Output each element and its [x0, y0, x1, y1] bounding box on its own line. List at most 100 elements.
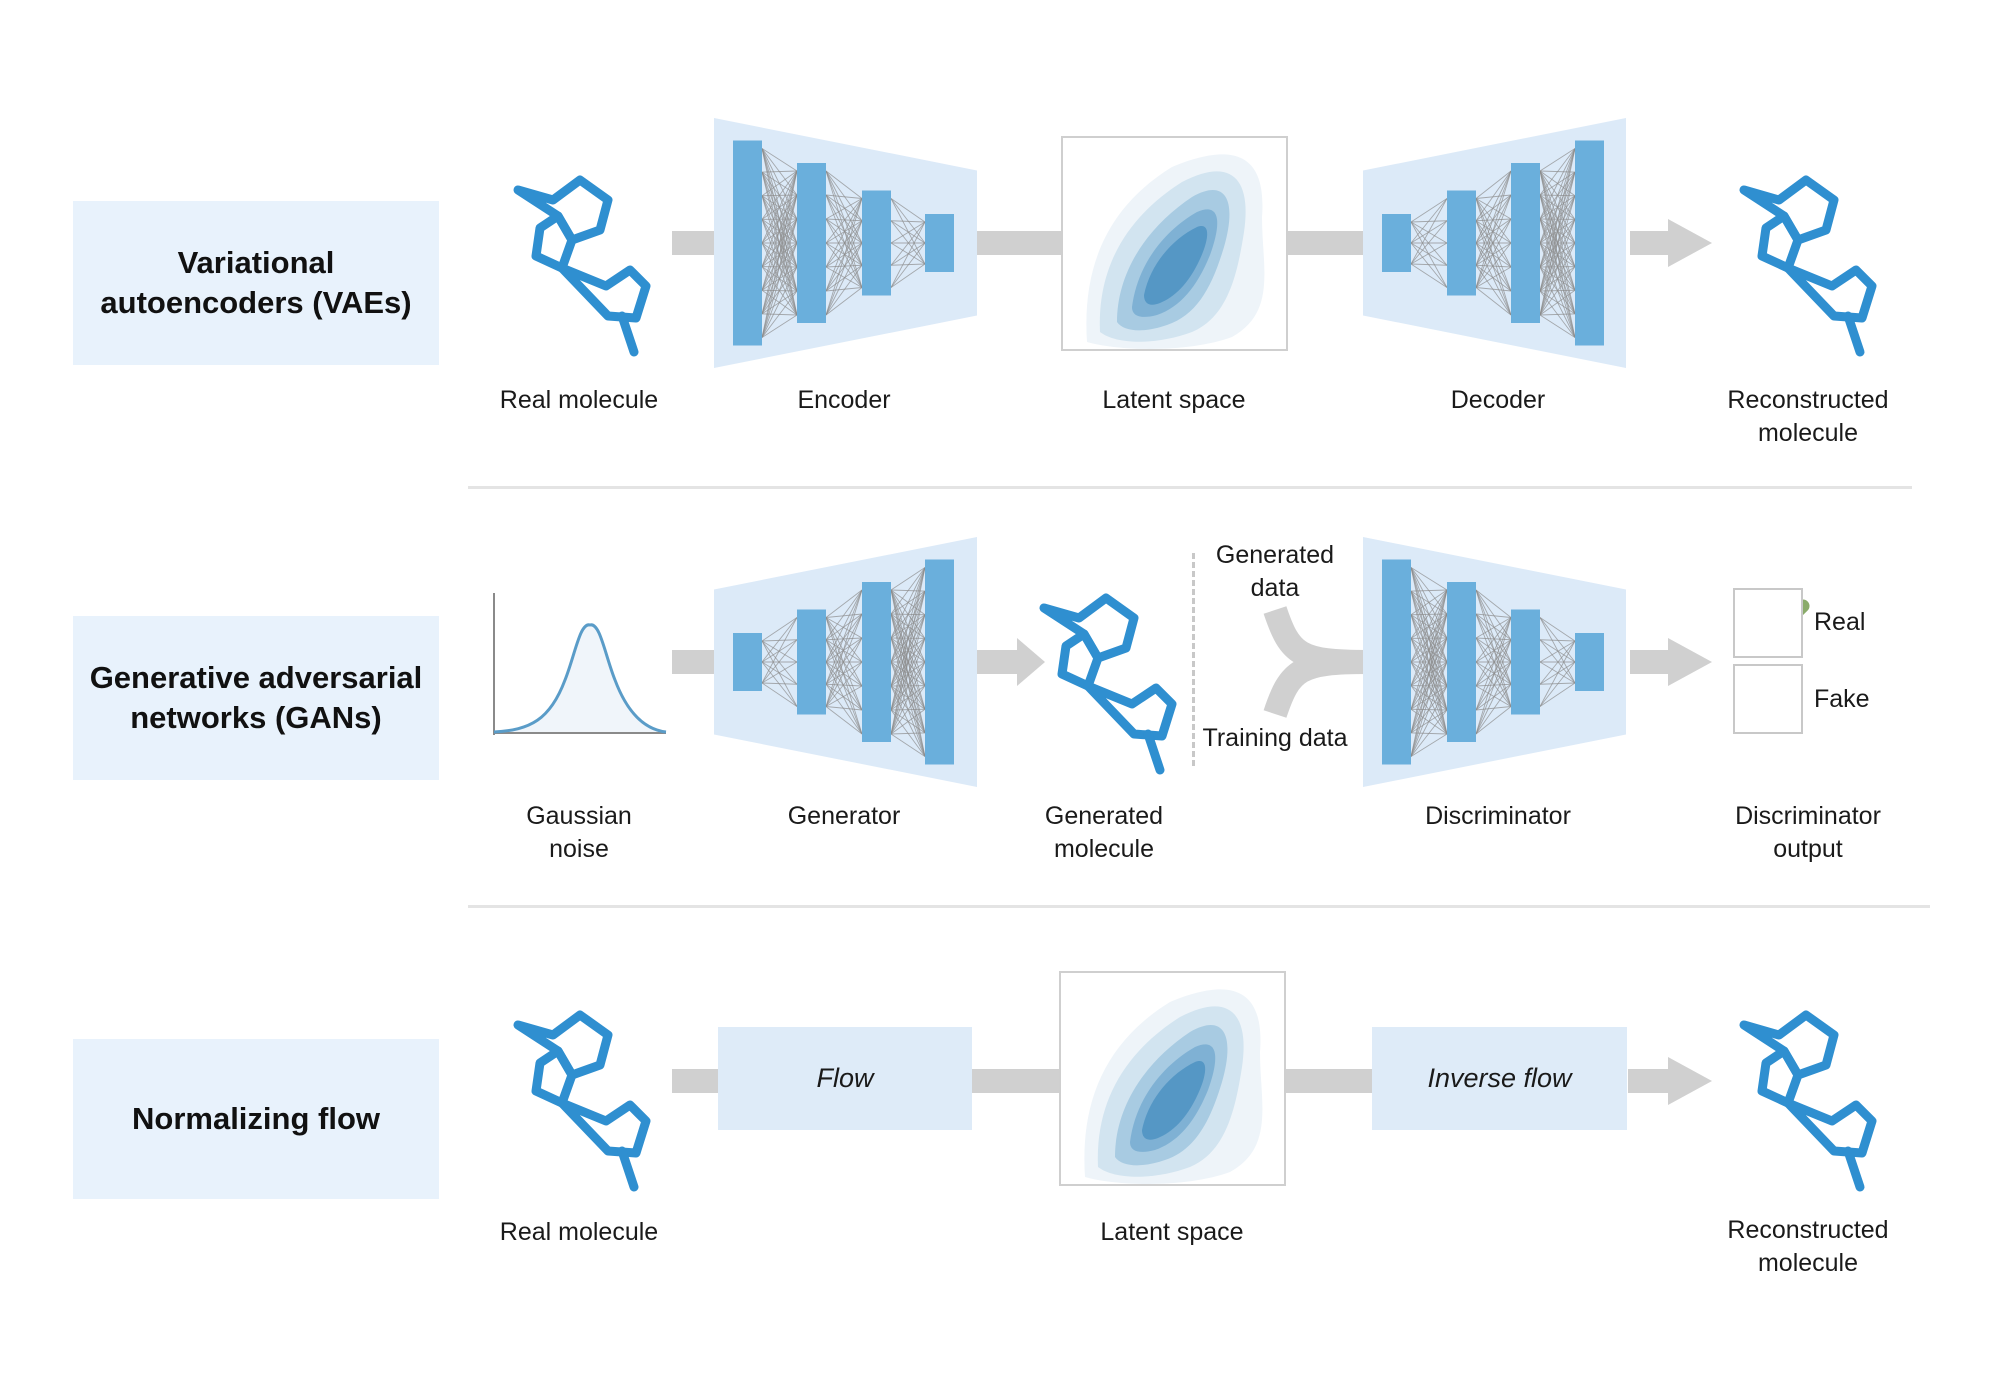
network-connection	[1410, 589, 1448, 616]
network-connection	[1475, 613, 1512, 685]
network-connection	[825, 706, 863, 735]
network-connection	[1539, 617, 1576, 663]
network-connection	[1539, 314, 1576, 338]
network-connection	[1410, 661, 1448, 757]
network-connection	[1475, 589, 1512, 641]
density-plot-icon	[1061, 136, 1288, 351]
network-connection	[761, 170, 798, 197]
network-connection	[825, 218, 863, 266]
network-connection	[890, 198, 926, 244]
generator-label: Generator	[787, 802, 901, 830]
network-connection	[1539, 148, 1576, 292]
network-connection	[1410, 221, 1448, 244]
network-connection	[890, 221, 926, 266]
network-connection	[761, 170, 798, 267]
discriminator-output-label: Discriminator output	[1735, 802, 1881, 863]
network-connection	[761, 617, 798, 663]
network-connection	[825, 685, 863, 707]
network-connection	[1410, 567, 1448, 591]
network-connection	[1539, 148, 1576, 244]
network-connection	[1475, 264, 1512, 316]
network-connection	[761, 170, 798, 291]
network-connection	[1475, 589, 1512, 663]
discriminator-network	[1363, 537, 1626, 787]
network-connection	[1410, 221, 1448, 266]
network-layer	[1382, 559, 1411, 765]
network-connection	[1539, 682, 1576, 707]
network-connection	[1410, 709, 1448, 757]
network-connection	[1539, 148, 1576, 268]
network-connection	[825, 589, 863, 663]
network-layer	[1575, 140, 1604, 346]
network-connection	[825, 637, 863, 707]
row-separator	[468, 905, 1930, 908]
network-connection	[825, 613, 863, 707]
decoder-label: Decoder	[1450, 386, 1546, 414]
network-connection	[1475, 220, 1512, 268]
network-connection	[825, 617, 863, 687]
network-layer	[1382, 214, 1411, 272]
network-connection	[1410, 242, 1448, 266]
network-connection	[1475, 242, 1512, 292]
network-layer	[925, 214, 954, 272]
network-connection	[825, 242, 863, 288]
network-connection	[1539, 661, 1576, 707]
network-connection	[761, 640, 798, 685]
network-connection	[825, 242, 863, 266]
network-connection	[825, 661, 863, 687]
network-connection	[890, 242, 926, 265]
network-connection	[1475, 198, 1512, 268]
network-connection	[1410, 221, 1448, 288]
network-connection	[1475, 218, 1512, 222]
network-connection	[761, 639, 798, 684]
network-connection	[1539, 195, 1576, 316]
network-connection	[1410, 589, 1448, 686]
network-connection	[890, 242, 926, 288]
network-connection	[1539, 289, 1576, 316]
network-connection	[825, 218, 863, 244]
network-connection	[890, 567, 926, 615]
network-connection	[1475, 242, 1512, 268]
network-connection	[890, 220, 926, 244]
network-connection	[1475, 637, 1512, 685]
network-connection	[1475, 194, 1512, 288]
network-connection	[825, 170, 863, 199]
network-connection	[825, 617, 863, 711]
network-connection	[890, 567, 926, 711]
network-connection	[1475, 194, 1512, 199]
network-connection	[1539, 639, 1576, 684]
flow-input-label: Real molecule	[499, 1218, 659, 1246]
network-connection	[890, 198, 926, 223]
network-connection	[1475, 220, 1512, 292]
network-connection	[825, 194, 863, 199]
network-connection	[825, 170, 863, 222]
network-connection	[1410, 613, 1448, 757]
network-connection	[825, 639, 863, 711]
network-connection	[761, 682, 798, 685]
network-connection	[890, 567, 926, 591]
network-connection	[825, 683, 863, 687]
row-separator	[468, 486, 1912, 489]
network-connection	[1410, 263, 1448, 266]
network-connection	[825, 589, 863, 685]
network-connection	[761, 170, 798, 244]
network-connection	[1410, 589, 1448, 757]
network-connection	[761, 640, 798, 707]
network-connection	[825, 617, 863, 663]
encoder-network	[714, 118, 977, 368]
network-connection	[890, 263, 926, 288]
network-connection	[1539, 148, 1576, 316]
network-connection	[825, 661, 863, 711]
network-connection	[1475, 617, 1512, 687]
network-connection	[761, 617, 798, 642]
network-connection	[825, 198, 863, 292]
generated-molecule-label: Generated molecule	[1044, 802, 1164, 863]
network-connection	[825, 613, 863, 618]
network-connection	[1475, 198, 1512, 292]
network-connection	[825, 589, 863, 707]
network-connection	[1475, 639, 1512, 735]
network-connection	[1410, 589, 1448, 639]
molecule-icon	[1744, 1015, 1872, 1187]
network-connection	[1475, 287, 1512, 292]
network-connection	[761, 170, 798, 220]
